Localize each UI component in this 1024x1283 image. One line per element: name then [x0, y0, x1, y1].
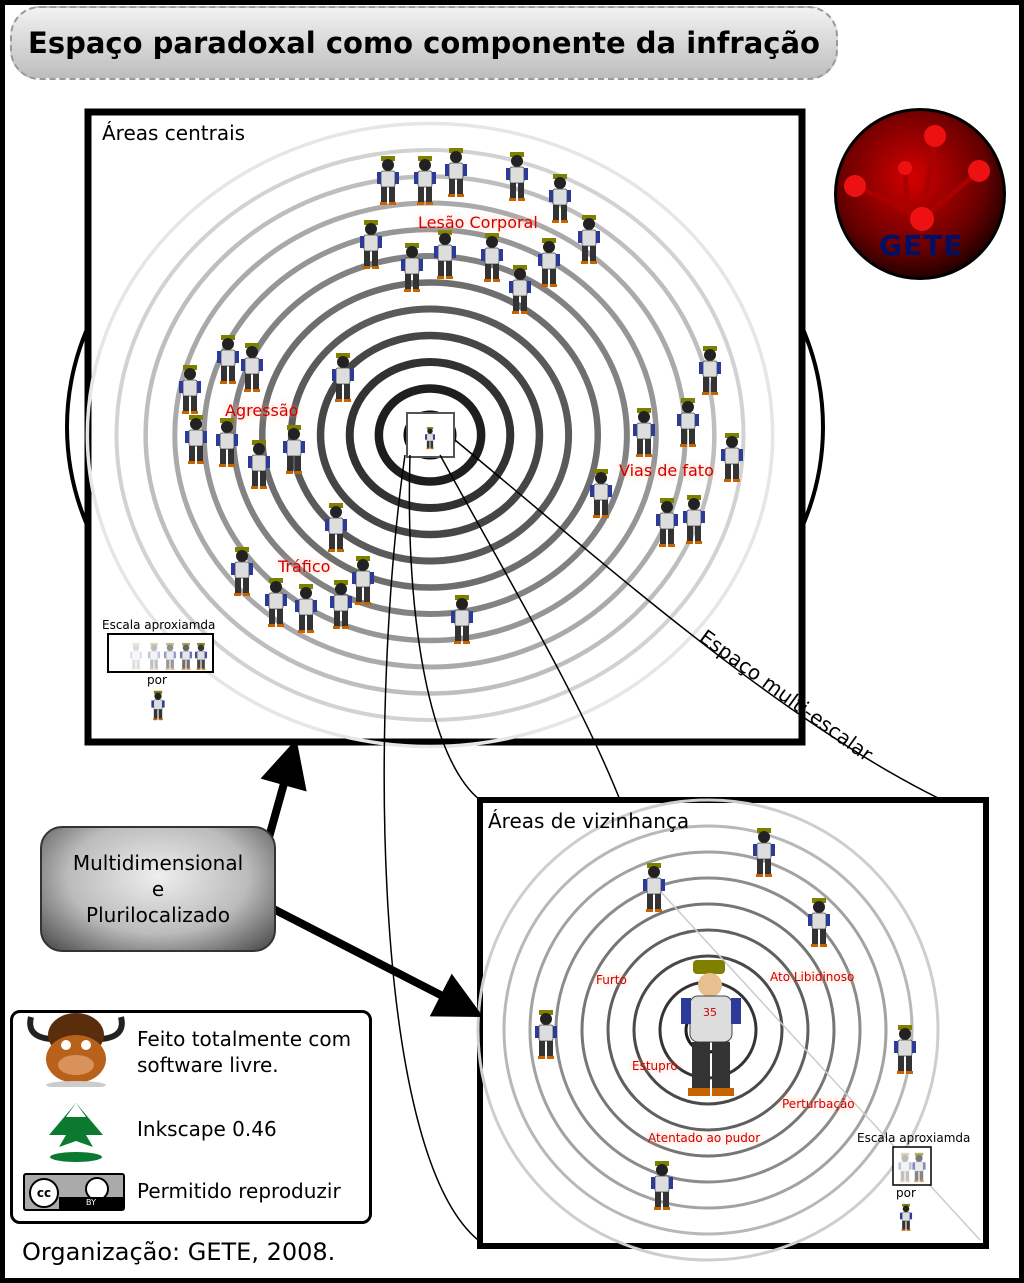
- crime-label-trafico: Tráfico: [278, 557, 331, 576]
- person-figure: [330, 580, 352, 629]
- person-figure: [633, 408, 655, 457]
- gnu-mascot-icon: [27, 1013, 125, 1087]
- central-areas-title: Áreas centrais: [102, 121, 246, 145]
- crime-label-ato-libidinoso: Ato Libidinoso: [770, 970, 855, 984]
- person-figure: [590, 469, 612, 518]
- person-figure: [651, 1161, 673, 1210]
- multidimensional-box: Multidimensional e Plurilocalizado: [40, 826, 276, 952]
- multi-line-1: Multidimensional: [72, 851, 244, 875]
- person-figure: [683, 495, 705, 544]
- person-figure: [179, 642, 193, 670]
- person-figure: [216, 418, 238, 467]
- person-figure: [699, 346, 721, 395]
- crime-label-furto: Furto: [596, 973, 627, 987]
- person-figure: [248, 440, 270, 489]
- person-figure: [179, 365, 201, 414]
- credits-panel: Feito totalmente com software livre. Ink…: [10, 1010, 372, 1224]
- person-figure: [899, 1203, 913, 1231]
- arrow-to-neighborhood: [250, 894, 484, 1017]
- crime-label-perturbacao: Perturbação: [782, 1097, 855, 1111]
- person-figure: [185, 415, 207, 464]
- person-figure: [283, 425, 305, 474]
- central-scale-por: por: [147, 673, 167, 687]
- creative-commons-icon: cc BY: [23, 1173, 125, 1211]
- person-figure: [445, 148, 467, 197]
- person-figure: [434, 230, 456, 279]
- figure-number: 35: [703, 1006, 717, 1019]
- poster-title: Espaço paradoxal como componente da infr…: [28, 26, 820, 60]
- person-figure: [509, 265, 531, 314]
- gete-logo: GETE: [834, 108, 1006, 280]
- person-figure: [151, 690, 165, 721]
- person-figure: [425, 427, 435, 450]
- person-figure: [656, 498, 678, 547]
- person-figure: [506, 152, 528, 201]
- crime-label-lesao: Lesão Corporal: [418, 213, 538, 232]
- person-figure: [549, 174, 571, 223]
- person-figure: [241, 343, 263, 392]
- central-person-figure: 35: [681, 960, 741, 1096]
- people-figures: [179, 148, 916, 1210]
- person-figure: [643, 863, 665, 912]
- multi-line-2: e: [151, 877, 165, 901]
- person-figure: [352, 556, 374, 605]
- organization-label: Organização: GETE, 2008.: [22, 1238, 336, 1266]
- person-figure: [217, 335, 239, 384]
- person-figure: [377, 156, 399, 205]
- multi-scale-connectors: [383, 439, 939, 1241]
- free-software-line2: software livre.: [137, 1053, 279, 1077]
- gete-logo-text: GETE: [879, 229, 964, 262]
- person-figure: [295, 584, 317, 633]
- person-figure: [231, 547, 253, 596]
- title-banner: Espaço paradoxal como componente da infr…: [10, 6, 838, 80]
- neighborhood-scale-por: por: [896, 1186, 916, 1200]
- crime-label-atentado: Atentado ao pudor: [648, 1131, 761, 1145]
- person-figure: [481, 233, 503, 282]
- person-figure: [578, 215, 600, 264]
- crime-label-estupro: Estupro: [632, 1059, 678, 1073]
- person-figure: [194, 642, 208, 670]
- person-figure: [894, 1025, 916, 1074]
- person-figure: [401, 243, 423, 292]
- cc-by-label: BY: [59, 1197, 123, 1209]
- person-figure: [325, 503, 347, 552]
- neighborhood-concentric-rings: [476, 798, 981, 1262]
- person-figure: [721, 433, 743, 482]
- person-figure: [163, 642, 177, 670]
- person-figure: [414, 156, 436, 205]
- multi-line-3: Plurilocalizado: [86, 903, 230, 927]
- person-figure: [677, 398, 699, 447]
- crime-label-vias-de-fato: Vias de fato: [619, 461, 714, 480]
- person-figure: [535, 1010, 557, 1059]
- neighborhood-scale-label: Escala aproxiamda: [857, 1131, 971, 1145]
- person-figure: [129, 642, 143, 670]
- person-figure: [753, 828, 775, 877]
- central-scale-label: Escala aproxiamda: [102, 618, 216, 632]
- person-figure: [808, 898, 830, 947]
- person-figure: [451, 595, 473, 644]
- reproduce-label: Permitido reproduzir: [137, 1179, 341, 1203]
- person-figure: [898, 1152, 912, 1183]
- inkscape-label: Inkscape 0.46: [137, 1117, 277, 1141]
- inkscape-icon: [49, 1103, 103, 1162]
- person-figure: [265, 578, 287, 627]
- person-figure: [912, 1152, 926, 1183]
- neighborhood-areas-title: Áreas de vizinhança: [488, 809, 690, 833]
- person-figure: [360, 220, 382, 269]
- free-software-line1: Feito totalmente com: [137, 1027, 352, 1051]
- person-figure: [147, 642, 161, 670]
- person-figure: [332, 353, 354, 402]
- person-figure: [538, 238, 560, 287]
- crime-label-agressao: Agressão: [225, 401, 299, 420]
